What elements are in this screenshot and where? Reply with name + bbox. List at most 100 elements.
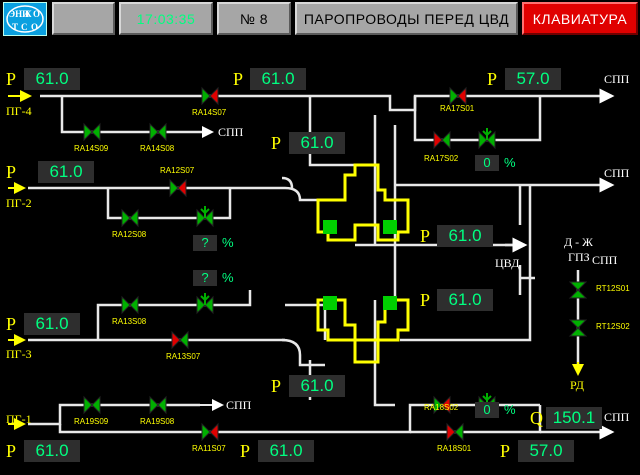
- valve-rt12s01[interactable]: [568, 281, 588, 299]
- svg-text:О: О: [33, 9, 40, 19]
- valve-ra17s02b[interactable]: [478, 128, 496, 150]
- label-gpz: ГПЗ: [568, 250, 590, 264]
- valve-label-ra19s08: RA19S08: [140, 417, 175, 426]
- label-q: Q: [530, 408, 543, 428]
- valve-ra14s09[interactable]: [83, 122, 101, 142]
- valve-ra18s02[interactable]: [433, 395, 451, 415]
- label-p: P: [487, 69, 498, 89]
- blank-button[interactable]: [52, 2, 115, 35]
- pressure-mid-bottom-value: 61.0: [289, 375, 345, 397]
- pressure-ra14s07-value: 61.0: [250, 68, 306, 90]
- input-arrows: [8, 90, 584, 430]
- pressure-pg3-value: 61.0: [24, 313, 80, 335]
- valve-half: [568, 327, 588, 337]
- actuator-icon: [482, 128, 492, 140]
- valve-half: [449, 86, 459, 106]
- valve-label-ra13s08: RA13S08: [112, 317, 147, 326]
- label-spp: СПП: [592, 253, 618, 267]
- percent-label: %: [504, 155, 516, 170]
- svg-text:О: О: [31, 22, 38, 32]
- valve-half: [129, 208, 139, 228]
- keyboard-button[interactable]: КЛАВИАТУРА: [522, 2, 638, 35]
- valve-ra13s08b[interactable]: [196, 293, 214, 315]
- valve-ra12s07[interactable]: [169, 178, 187, 198]
- valve-label-rt12s02: RT12S02: [596, 322, 630, 331]
- valve-half: [454, 422, 464, 442]
- flow-q-value: 150.1: [546, 407, 602, 429]
- valve-half: [91, 395, 101, 415]
- position-ra17s02-value: 0: [475, 155, 499, 171]
- valve-half: [171, 330, 181, 350]
- valve-ra17s02[interactable]: [433, 130, 451, 150]
- label-p: P: [240, 441, 251, 461]
- outlet-arrows: [180, 126, 224, 411]
- valve-half: [446, 422, 456, 442]
- valve-half: [209, 86, 219, 106]
- position-ra13s08-value: ?: [193, 270, 217, 286]
- pressure-ra11s07-value: 61.0: [258, 440, 314, 462]
- label-dzh: Д - Ж: [564, 235, 593, 249]
- valve-half: [441, 130, 451, 150]
- valve-half: [169, 178, 179, 198]
- position-ra18s02-value: 0: [475, 402, 499, 418]
- valve-half: [441, 395, 451, 415]
- clock-display: 17:03:35: [119, 2, 213, 35]
- valve-ra12s08[interactable]: [121, 208, 139, 228]
- valve-half: [129, 295, 139, 315]
- valve-label-ra18s02: RA18S02: [424, 403, 459, 412]
- valve-half: [121, 208, 131, 228]
- valve-ra11s07[interactable]: [201, 422, 219, 442]
- valve-half: [204, 208, 214, 228]
- label-spp: СПП: [604, 72, 630, 86]
- valve-ra17s01[interactable]: [449, 86, 467, 106]
- valve-label-ra12s07: RA12S07: [160, 166, 195, 175]
- logo-icon: ЭНИ К О Т С О: [6, 5, 44, 33]
- label-pg4: ПГ-4: [6, 104, 32, 118]
- valve-half: [201, 86, 211, 106]
- valve-label-ra11s07: RA11S07: [192, 444, 226, 453]
- screen-title-button[interactable]: ПАРОПРОВОДЫ ПЕРЕД ЦВД: [295, 2, 518, 35]
- pressure-mid-top-value: 61.0: [289, 132, 345, 154]
- label-p: P: [420, 226, 431, 246]
- valve-ra13s08[interactable]: [121, 295, 139, 315]
- label-p: P: [6, 441, 17, 461]
- label-spp: СПП: [218, 125, 244, 139]
- valve-label-ra14s07: RA14S07: [192, 108, 227, 117]
- svg-text:С: С: [21, 22, 28, 32]
- label-pg1: ПГ-1: [6, 412, 32, 426]
- label-p: P: [6, 314, 17, 334]
- svg-text:Т: Т: [12, 22, 18, 32]
- label-pg3: ПГ-3: [6, 347, 32, 361]
- percent-label: %: [222, 270, 234, 285]
- screen-number-button[interactable]: № 8: [217, 2, 291, 35]
- valve-half: [486, 130, 496, 150]
- label-p: P: [420, 290, 431, 310]
- valve-label-ra18s01: RA18S01: [437, 444, 472, 453]
- valve-ra14s08[interactable]: [149, 122, 167, 142]
- valve-ra12s08b[interactable]: [196, 206, 214, 228]
- valve-label-ra17s01: RA17S01: [440, 104, 475, 113]
- label-p: P: [271, 376, 282, 396]
- pressure-cvd-bottom-value: 61.0: [437, 289, 493, 311]
- valve-label-ra17s02: RA17S02: [424, 154, 459, 163]
- valve-ra19s08[interactable]: [149, 395, 167, 415]
- cvd-valve-indicators: [323, 220, 397, 310]
- valve-ra13s07[interactable]: [171, 330, 189, 350]
- eniko-logo: ЭНИ К О Т С О: [3, 2, 47, 36]
- valve-half: [568, 281, 588, 291]
- pressure-spp-top-value: 57.0: [505, 68, 561, 90]
- valve-ra18s01[interactable]: [446, 422, 464, 442]
- valve-half: [196, 208, 206, 228]
- svg-text:ЭНИ: ЭНИ: [9, 9, 29, 19]
- valve-half: [568, 319, 588, 329]
- percent-label: %: [222, 235, 234, 250]
- valve-half: [433, 130, 443, 150]
- valve-rt12s02[interactable]: [568, 319, 588, 337]
- header-bar: ЭНИ К О Т С О 17:03:35 № 8 ПАРОПРОВОДЫ П…: [0, 0, 640, 38]
- pressure-cvd-top-value: 61.0: [437, 225, 493, 247]
- valve-half: [91, 122, 101, 142]
- label-spp: СПП: [226, 398, 252, 412]
- valve-half: [201, 422, 211, 442]
- valve-ra14s07[interactable]: [201, 86, 219, 106]
- valve-ra19s09[interactable]: [83, 395, 101, 415]
